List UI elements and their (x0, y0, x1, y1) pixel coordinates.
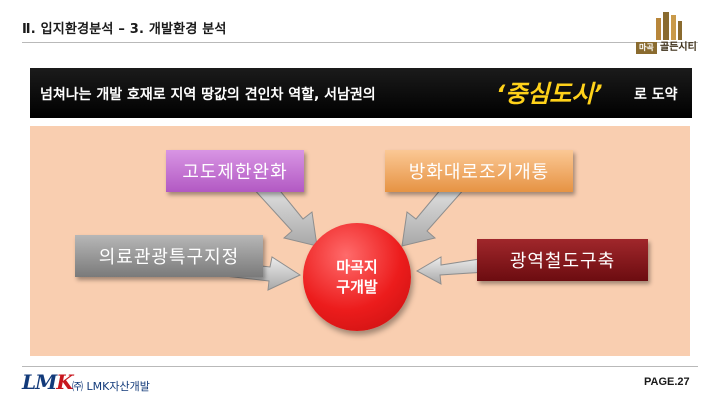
building-logo-icon (656, 12, 682, 40)
box-metro-railway: 광역철도구축 (477, 239, 648, 281)
banner-tail: 로 도약 (634, 87, 678, 103)
logo-brand: 골든시티 (660, 42, 697, 53)
box-banghwa-road-opening: 방화대로조기개통 (385, 150, 573, 192)
banner-emphasis: ‘중심도시’ (496, 80, 603, 108)
company-name: ㈜ LMK자산개발 (72, 380, 150, 393)
logo-tag: 마곡 (636, 42, 657, 54)
center-line-2: 구개발 (336, 278, 378, 296)
logo-k: K (56, 370, 73, 394)
page-number: PAGE.27 (644, 376, 690, 388)
arrow-top-right (401, 175, 467, 247)
center-circle: 마곡지 구개발 (303, 223, 411, 331)
center-line-1: 마곡지 (336, 258, 378, 276)
header-divider (22, 42, 698, 43)
footer-divider (22, 366, 698, 367)
logo-lm: LM (22, 370, 57, 394)
page-title: Ⅱ. 입지환경분석 – 3. 개발환경 분석 (22, 22, 227, 37)
company-logo: LMK (22, 370, 74, 394)
banner-text: 넘쳐나는 개발 호재로 지역 땅값의 견인차 역할, 서남권의 (40, 87, 376, 103)
arrow-right (415, 256, 487, 285)
brand-logo: 마곡 골든시티 (636, 10, 700, 58)
box-height-limit-relief: 고도제한완화 (166, 150, 304, 192)
headline-banner: 넘쳐나는 개발 호재로 지역 땅값의 견인차 역할, 서남권의 ‘중심도시’ 로… (30, 68, 692, 118)
box-medical-tourism-zone: 의료관광특구지정 (75, 235, 263, 277)
